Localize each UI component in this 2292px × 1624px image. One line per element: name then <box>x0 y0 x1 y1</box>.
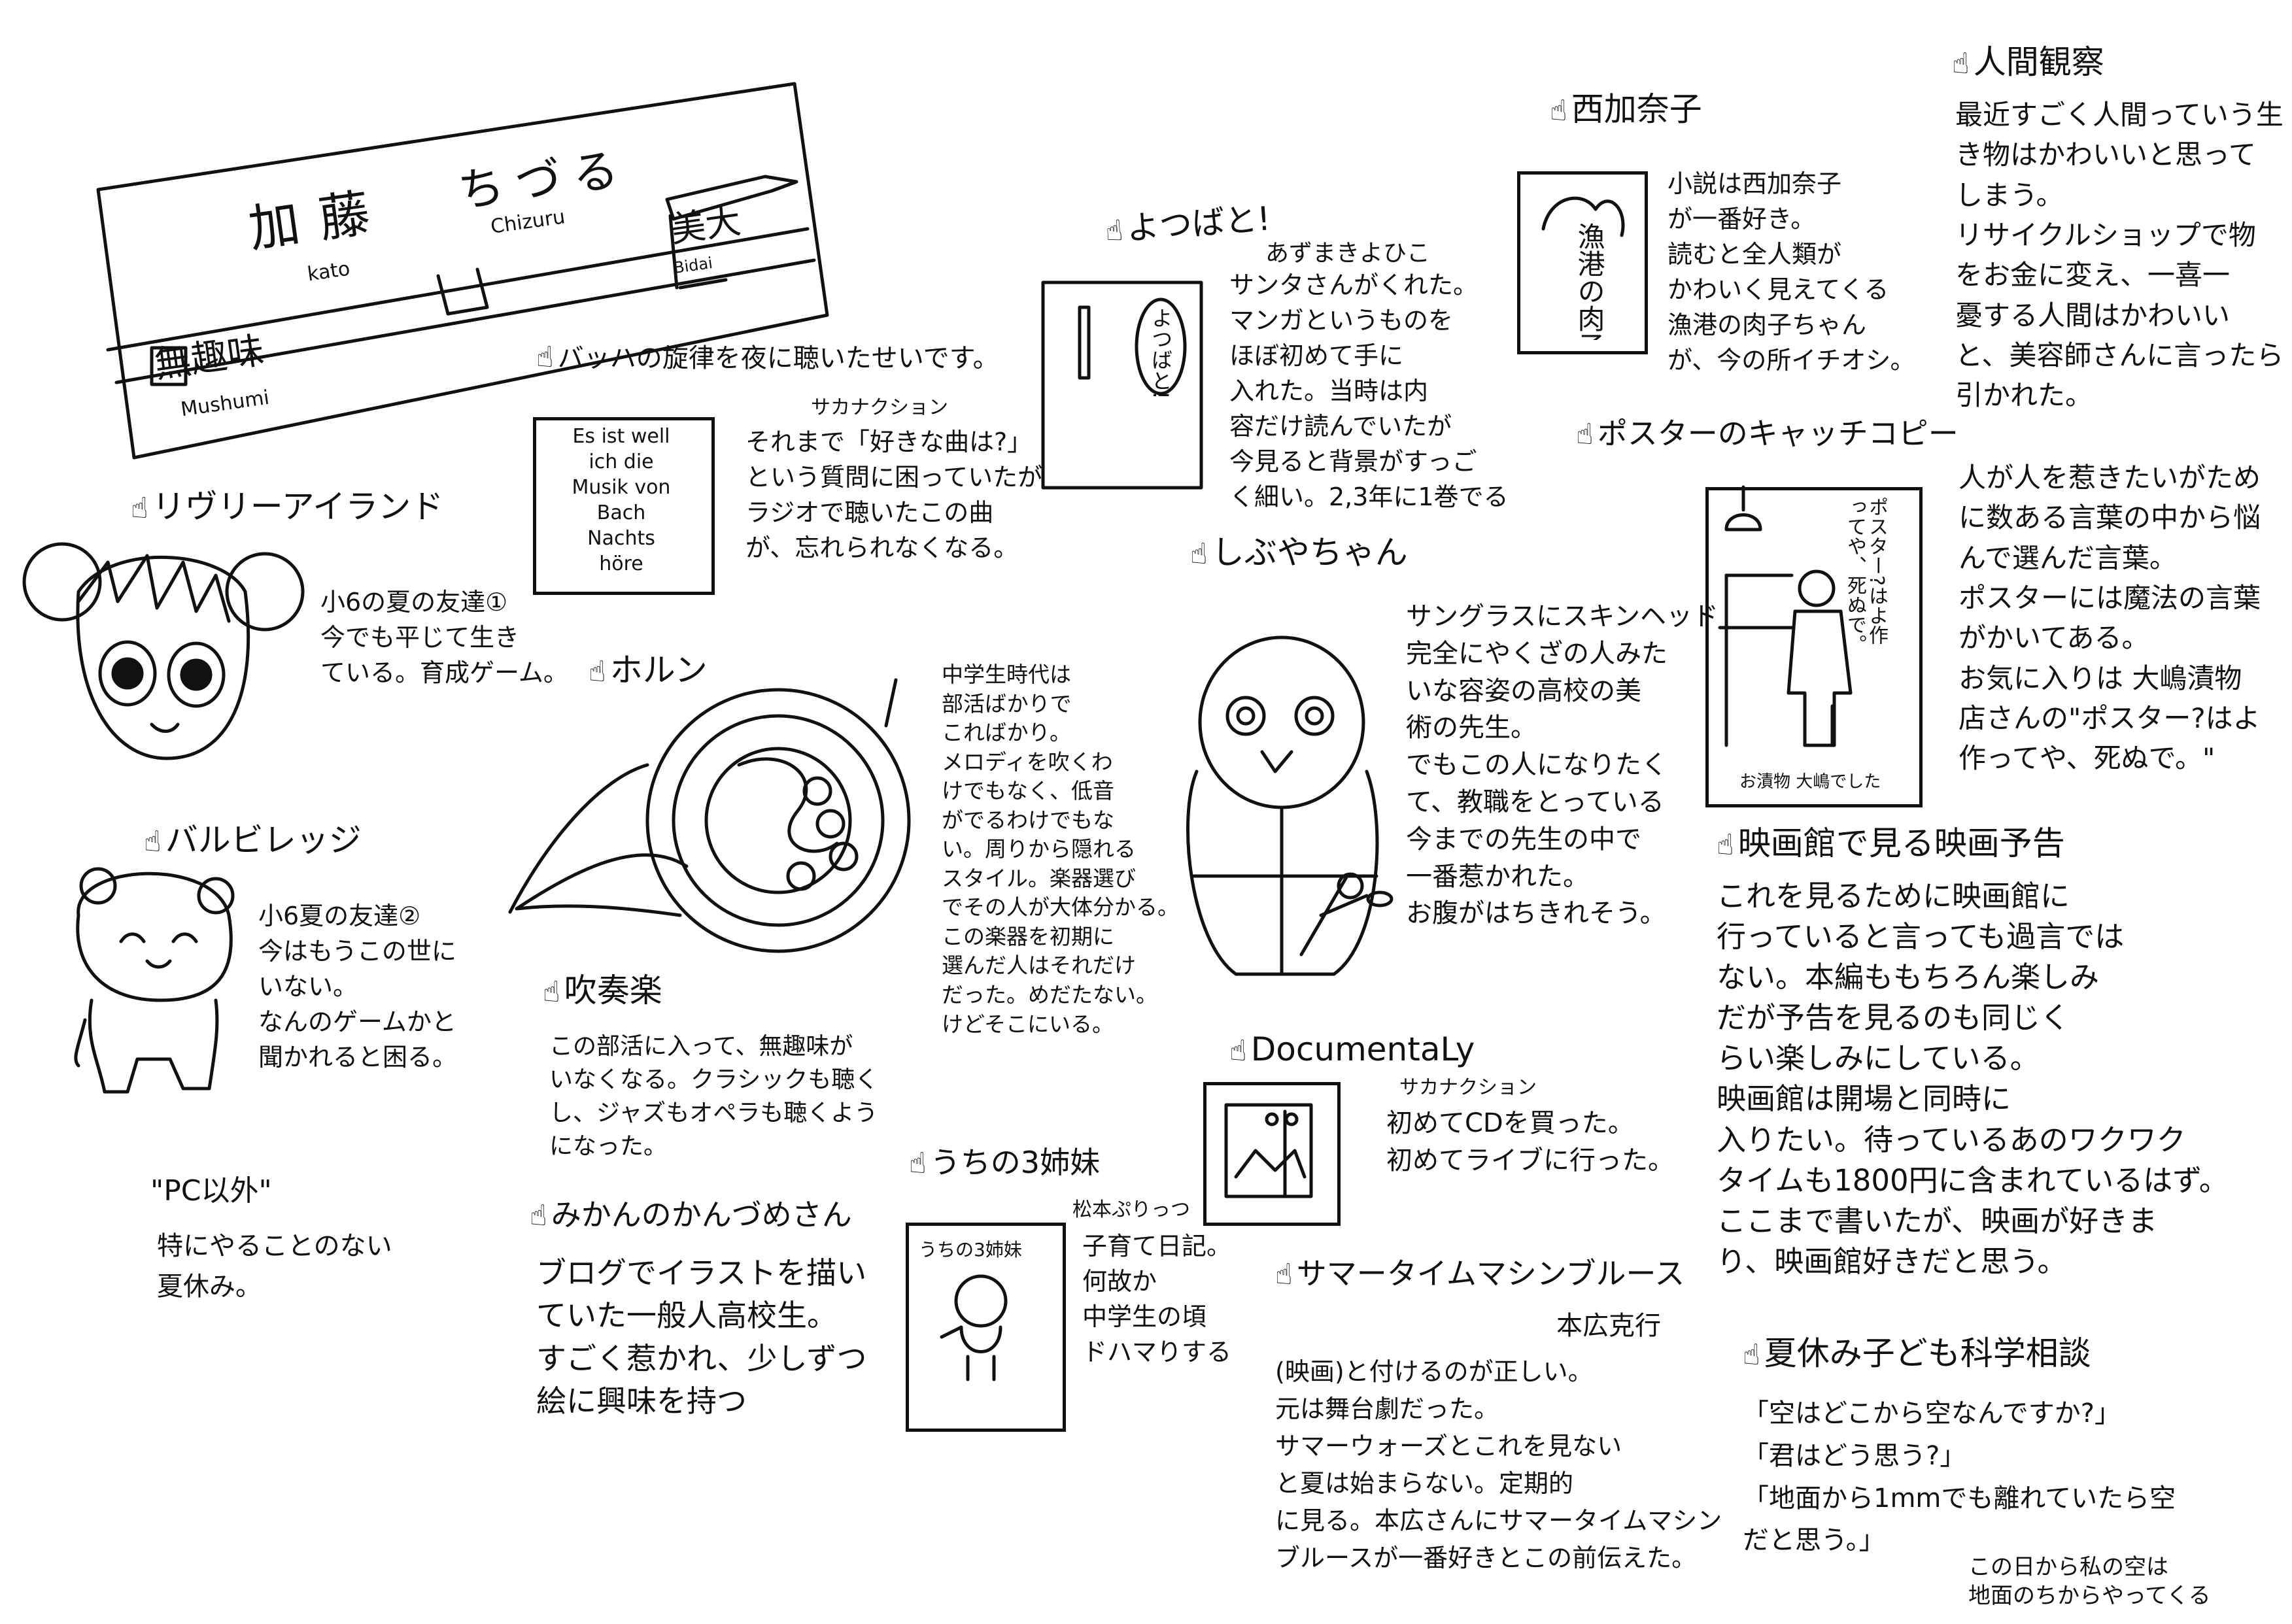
mikan-body: ブログでイラストを描い ていた一般人高校生。 すごく惹かれ、少しずつ 絵に興味を… <box>536 1255 867 1419</box>
village-title: ☝バルビレッジ <box>144 824 362 856</box>
human-title: ☝人間観察 <box>1952 46 2104 78</box>
hand-mark-icon: ☝ <box>589 655 606 688</box>
human-title-text: 人間観察 <box>1973 43 2104 81</box>
yotsuba-cover-label: よつばと! <box>1148 307 1173 399</box>
horn-title-text: ホルン <box>609 651 708 689</box>
sisters-author: 松本ぷりっつ <box>1072 1198 1190 1221</box>
liverly-body: 小6の夏の友達① 今でも平じて生き ている。育成ゲーム。 <box>320 588 568 687</box>
bach-body: それまで「好きな曲は?」 という質問に困っていたが ラジオで聴いたこの曲 が、忘… <box>745 428 1043 562</box>
nishi-title-text: 西加奈子 <box>1571 90 1702 128</box>
nishi-title: ☝西加奈子 <box>1550 93 1702 126</box>
summer-author: 本広克行 <box>1556 1311 1661 1341</box>
mikan-title-text: みかんのかんづめさん <box>551 1197 852 1232</box>
sisters-body: 子育て日記。 何故か 中学生の頃 ドハマりする <box>1082 1232 1232 1366</box>
hand-mark-icon: ☝ <box>1550 94 1567 127</box>
movie-body: これを見るために映画館に 行っていると言っても過言では ない。本編ももちろん楽し… <box>1717 879 2229 1279</box>
liverly-title: ☝リヴリーアイランド <box>131 490 443 523</box>
shibuya-title-text: しぶやちゃん <box>1211 533 1408 571</box>
hand-mark-icon: ☝ <box>1576 418 1594 451</box>
hand-mark-icon: ☝ <box>131 492 148 525</box>
mikan-title: ☝みかんのかんづめさん <box>530 1200 852 1230</box>
documentaly-title-text: DocumentaLy <box>1250 1030 1475 1068</box>
documentaly-artist: サカナクション <box>1399 1076 1537 1099</box>
science-title-text: 夏休み子ども科学相談 <box>1764 1334 2091 1372</box>
bach-title-text: バッハの旋律を夜に聴いたせいです。 <box>557 343 999 373</box>
horn-body: 中学生時代は 部活ばかりで こればかり。 メロディを吹くわ けでもなく、低音 が… <box>942 662 1179 1037</box>
village-title-text: バルビレッジ <box>165 821 362 859</box>
poster-frame <box>1705 487 1923 807</box>
pc-body: 特にやることのない 夏休み。 <box>157 1231 392 1302</box>
hand-mark-icon: ☝ <box>1275 1258 1293 1291</box>
bach-artist: サカナクション <box>811 396 948 419</box>
poster-copy: ポスター?はよ作ってや、死ぬで。 <box>1843 497 1888 654</box>
sisters-book-cover <box>906 1223 1066 1432</box>
sisters-title-text: うちの3姉妹 <box>930 1145 1101 1180</box>
bach-title: ☝バッハの旋律を夜に聴いたせいです。 <box>536 343 999 372</box>
summer-title-text: サマータイムマシンブルース <box>1296 1256 1685 1291</box>
yotsuba-author: あずまきよひこ <box>1265 240 1431 267</box>
bach-quote: Es ist well ich die Musik von Bach Nacht… <box>572 425 671 575</box>
nishi-body: 小説は西加奈子 が一番好き。 読むと全人類が かわいく見えてくる 漁港の肉子ちゃ… <box>1668 169 1915 375</box>
liverly-title-text: リヴリーアイランド <box>152 488 444 526</box>
bach-cd-cover <box>533 417 715 595</box>
sisters-title: ☝うちの3姉妹 <box>909 1147 1100 1178</box>
movie-title: ☝映画館で見る映画予告 <box>1717 827 2065 860</box>
nishi-book-cover <box>1517 171 1648 354</box>
hand-mark-icon: ☝ <box>909 1147 927 1180</box>
hand-mark-icon: ☝ <box>543 975 560 1009</box>
brass-title: ☝吹奏楽 <box>543 974 662 1007</box>
hand-mark-icon: ☝ <box>1229 1034 1247 1068</box>
hand-mark-icon: ☝ <box>144 825 162 858</box>
science-note: この日から私の空は 地面のちからやってくる <box>1968 1554 2211 1610</box>
sisters-cover-title: うちの3姉妹 <box>919 1239 1022 1260</box>
movie-title-text: 映画館で見る映画予告 <box>1737 824 2065 862</box>
hand-mark-icon: ☝ <box>1952 47 1970 80</box>
pc-title: "PC以外" <box>150 1174 272 1208</box>
hand-mark-icon: ☝ <box>1717 828 1734 862</box>
hand-mark-icon: ☝ <box>1743 1338 1760 1372</box>
nishi-cover-title: 漁港の肉子ちゃん <box>1573 222 1605 340</box>
poster-footer: お漬物 大嶋でした <box>1739 772 1881 792</box>
hand-mark-icon: ☝ <box>530 1199 547 1232</box>
hand-mark-icon: ☝ <box>536 341 554 374</box>
summer-title: ☝サマータイムマシンブルース <box>1275 1259 1685 1289</box>
hand-mark-icon: ☝ <box>1190 537 1208 571</box>
horn-title: ☝ホルン <box>589 654 708 686</box>
poster-title: ☝ポスターのキャッチコピー <box>1576 418 1958 449</box>
village-body: 小6夏の友達② 今はもうこの世に いない。 なんのゲームかと 聞かれると困る。 <box>258 902 458 1072</box>
documentaly-title: ☝DocumentaLy <box>1229 1033 1475 1066</box>
documentaly-body: 初めてCDを買った。 初めてライブに行った。 <box>1386 1108 1674 1176</box>
science-title: ☝夏休み子ども科学相談 <box>1743 1337 2091 1370</box>
brass-title-text: 吹奏楽 <box>564 972 662 1009</box>
summer-body: (映画)と付けるのが正しい。 元は舞台劇だった。 サマーウォーズとこれを見ない … <box>1275 1357 1722 1572</box>
poster-body: 人が人を惹きたいがため に数ある言葉の中から悩 んで選んだ言葉。 ポスターには魔… <box>1958 462 2261 775</box>
science-body: 「空はどこから空なんですか?」 「君はどう思う?」 「地面から1mmでも離れてい… <box>1743 1398 2176 1556</box>
shibuya-body: サングラスにスキンヘッド 完全にやくざの人みた いな容姿の高校の美 術の先生。 … <box>1406 601 1719 929</box>
poster-title-text: ポスターのキャッチコピー <box>1597 416 1958 451</box>
shibuya-title: ☝しぶやちゃん <box>1190 536 1408 569</box>
brass-body: この部活に入って、無趣味が いなくなる。クラシックも聴く し、ジャズもオペラも聴… <box>549 1033 879 1160</box>
human-body: 最近すごく人間っていう生 き物はかわいいと思って しまう。 リサイクルショップで… <box>1955 99 2284 412</box>
yotsuba-body: サンタさんがくれた。 マンガというものを ほぼ初めて手に 入れた。当時は内 容だ… <box>1229 271 1509 511</box>
